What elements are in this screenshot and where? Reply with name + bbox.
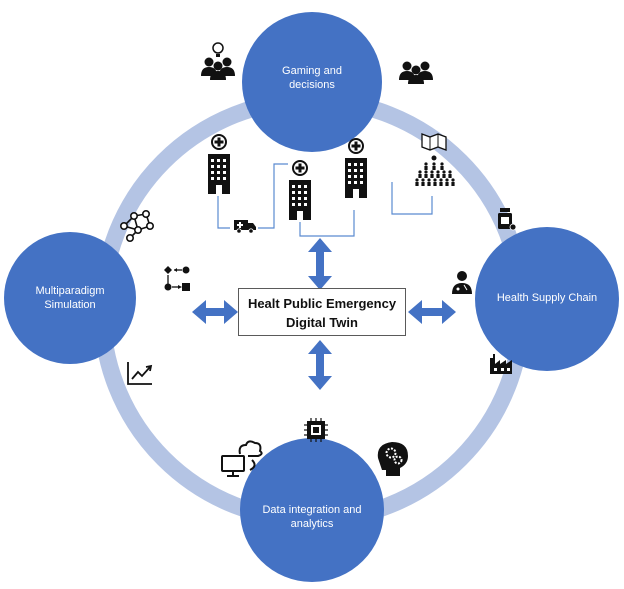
ambulance-icon xyxy=(234,220,256,234)
hospital-icon xyxy=(289,160,311,220)
data-analytics-node[interactable] xyxy=(240,438,384,582)
node-label-line: decisions xyxy=(289,79,335,91)
medicine-bottle-icon xyxy=(498,208,517,231)
center-title-line: Digital Twin xyxy=(286,315,358,330)
doctor-icon xyxy=(452,271,472,294)
node-label-line: Health Supply Chain xyxy=(496,292,598,304)
people-idea-icon xyxy=(201,42,235,80)
arrow-right-double xyxy=(408,300,456,324)
node-label-line: Data integration and xyxy=(262,504,362,516)
people-group-icon xyxy=(399,62,433,85)
data-analytics-label: Data integration and analytics xyxy=(252,503,372,531)
map-crowd-icon xyxy=(415,133,455,186)
arrow-left-double xyxy=(192,300,238,324)
cloud-computer-icon xyxy=(221,440,263,477)
gaming-decisions-node[interactable] xyxy=(242,12,382,152)
hospital-icon xyxy=(345,138,367,198)
flowchart-icon xyxy=(164,266,190,291)
line-chart-icon xyxy=(127,362,153,385)
supply-chain-label: Health Supply Chain xyxy=(487,291,607,305)
network-icon xyxy=(119,209,154,242)
simulation-label: Multiparadigm Simulation xyxy=(20,284,120,312)
node-label-line: Multiparadigm xyxy=(35,285,105,297)
factory-icon xyxy=(490,354,512,374)
brain-gears-icon xyxy=(377,442,408,476)
hospital-icon xyxy=(208,134,230,194)
node-label-line: analytics xyxy=(290,518,334,530)
arrow-down-double xyxy=(308,340,332,390)
flow-connectors xyxy=(217,163,433,237)
node-label-line: Simulation xyxy=(44,299,96,311)
arrow-up-double xyxy=(308,238,332,290)
center-title-line: Healt Public Emergency xyxy=(247,296,397,311)
gaming-decisions-label: Gaming and decisions xyxy=(262,64,362,92)
simulation-node[interactable] xyxy=(4,232,136,364)
supply-chain-node[interactable] xyxy=(475,227,619,371)
node-label-line: Gaming and xyxy=(282,65,342,77)
digital-twin-center-box[interactable]: Healt Public Emergency Digital Twin xyxy=(238,288,406,336)
chip-icon xyxy=(304,418,328,442)
